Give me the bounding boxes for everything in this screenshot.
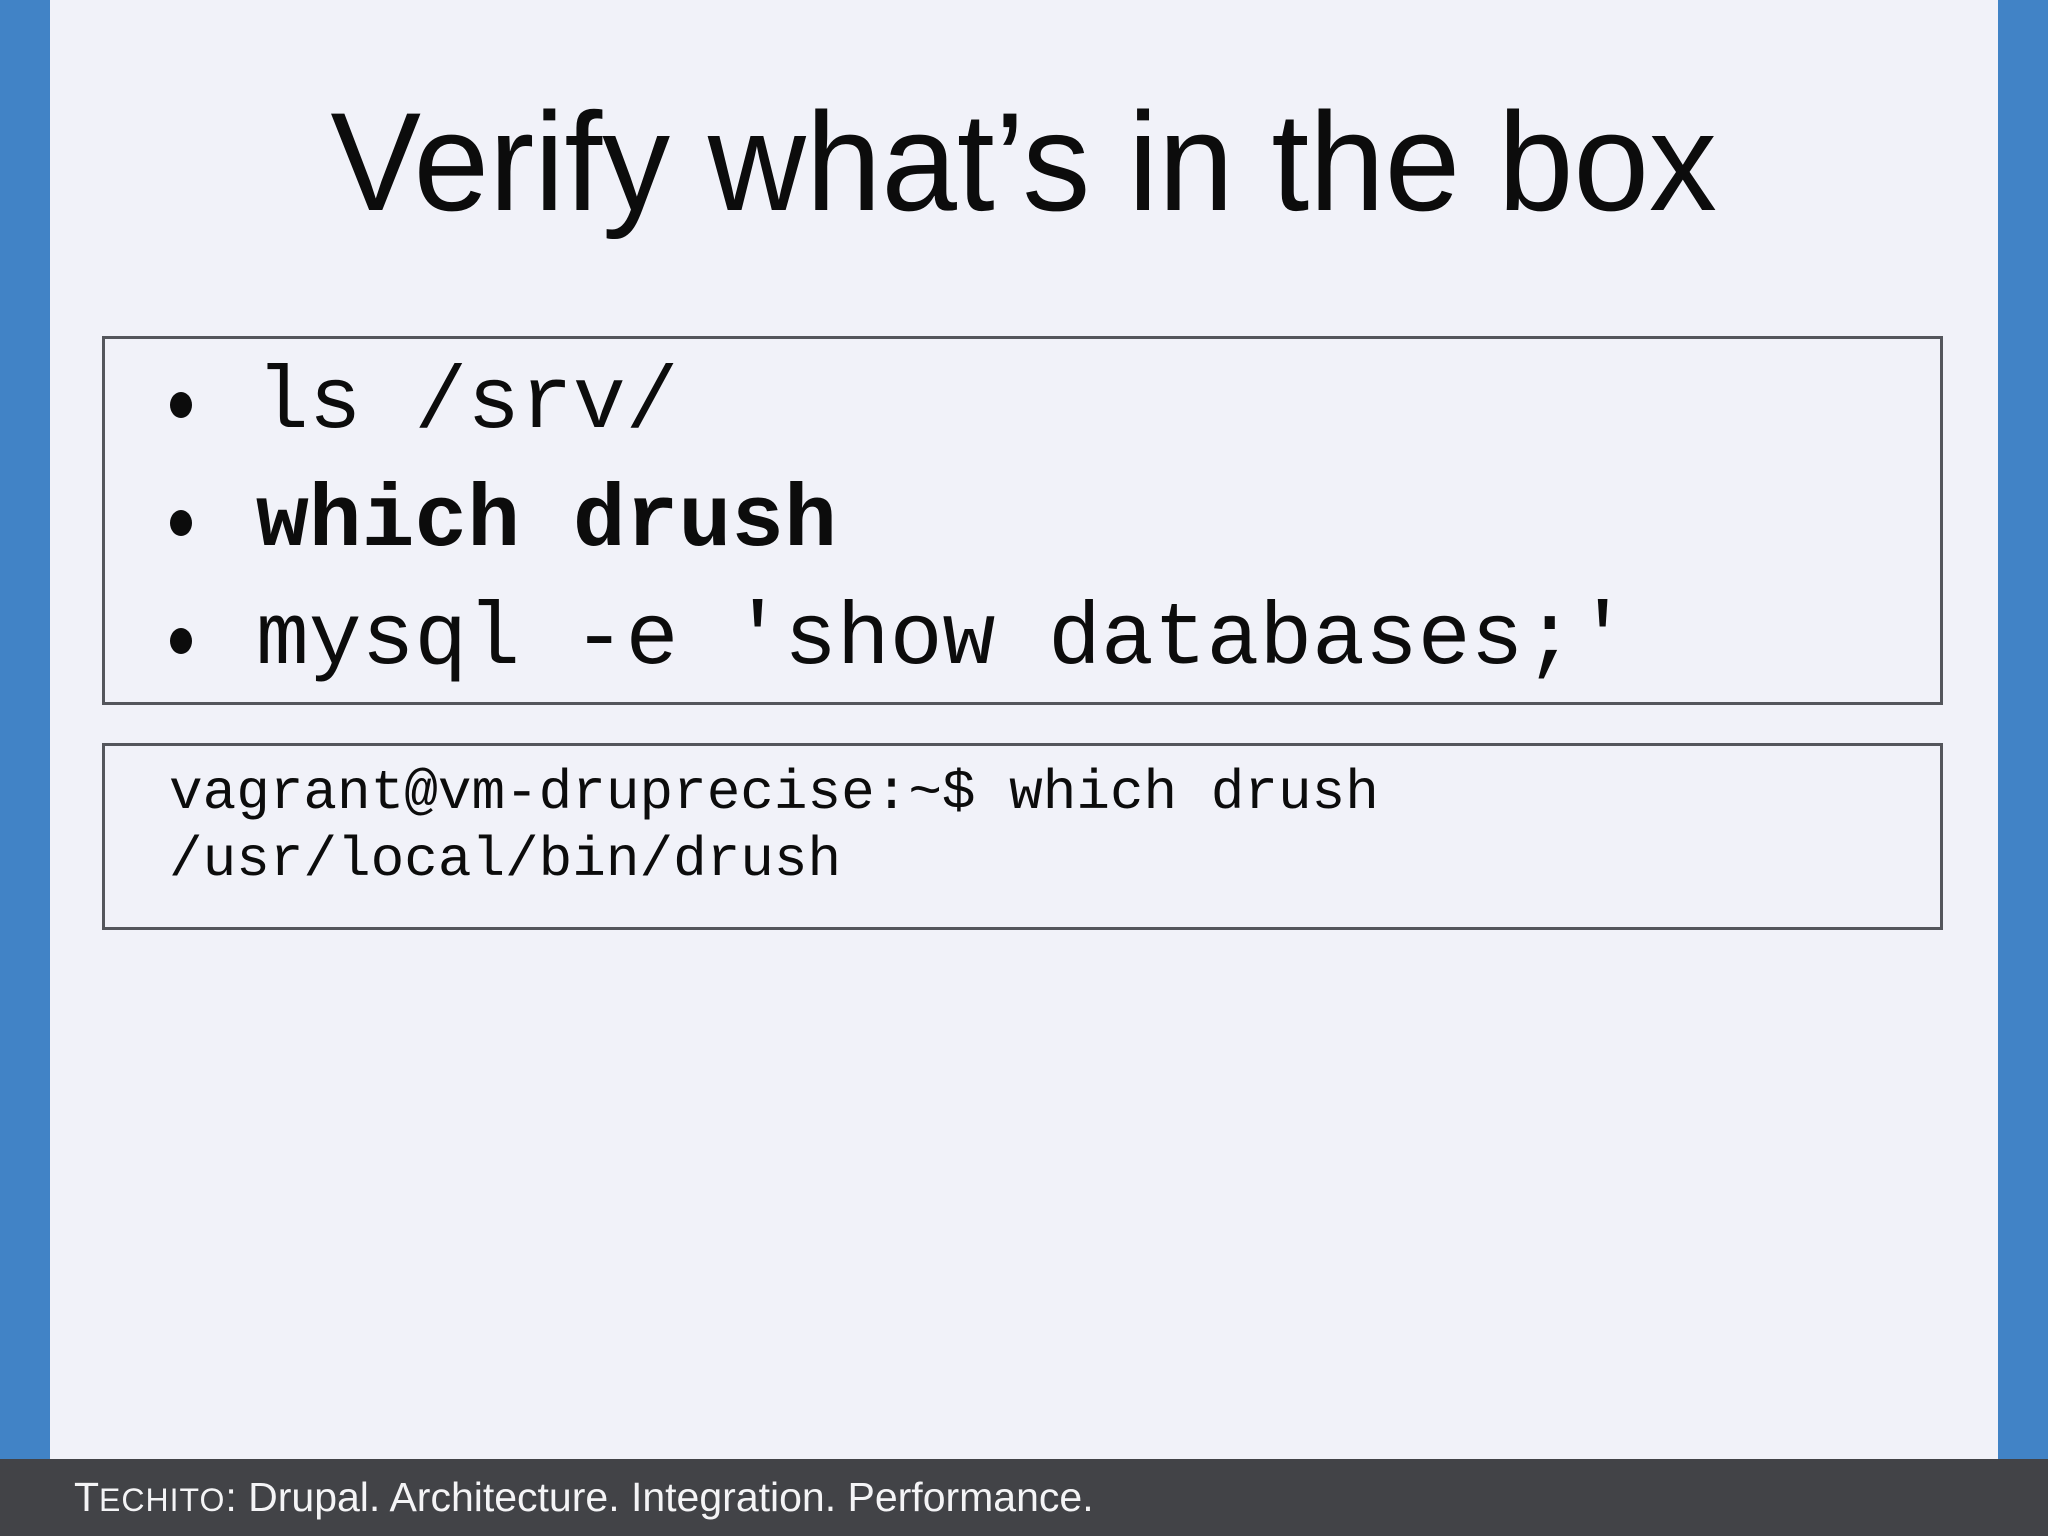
page-title: Verify what’s in the box <box>0 92 2048 232</box>
command-text: mysql -e 'show databases;' <box>256 591 1630 690</box>
footer-tagline: : Drupal. Architecture. Integration. Per… <box>225 1474 1094 1520</box>
footer-brand-smallcaps: ECHITO <box>99 1482 226 1518</box>
list-item: mysql -e 'show databases;' <box>105 582 1940 700</box>
left-accent-bar <box>0 0 50 1536</box>
list-item: which drush <box>105 464 1940 582</box>
command-text: which drush <box>256 473 837 572</box>
right-accent-bar <box>1998 0 2048 1536</box>
bullet-icon <box>170 510 192 536</box>
terminal-line: /usr/local/bin/drush <box>169 828 842 892</box>
page-title-text: Verify what’s in the box <box>330 83 1718 240</box>
terminal-line: vagrant@vm-druprecise:~$ which drush <box>169 761 1379 825</box>
bullet-icon <box>170 392 192 418</box>
terminal-output-box: vagrant@vm-druprecise:~$ which drush /us… <box>102 743 1943 930</box>
footer-brand-initial: T <box>74 1474 100 1520</box>
footer-bar: TECHITO: Drupal. Architecture. Integrati… <box>0 1459 2048 1536</box>
command-list-box: ls /srv/ which drush mysql -e 'show data… <box>102 336 1943 705</box>
command-text: ls /srv/ <box>256 355 679 454</box>
list-item: ls /srv/ <box>105 346 1940 464</box>
bullet-icon <box>170 628 192 654</box>
